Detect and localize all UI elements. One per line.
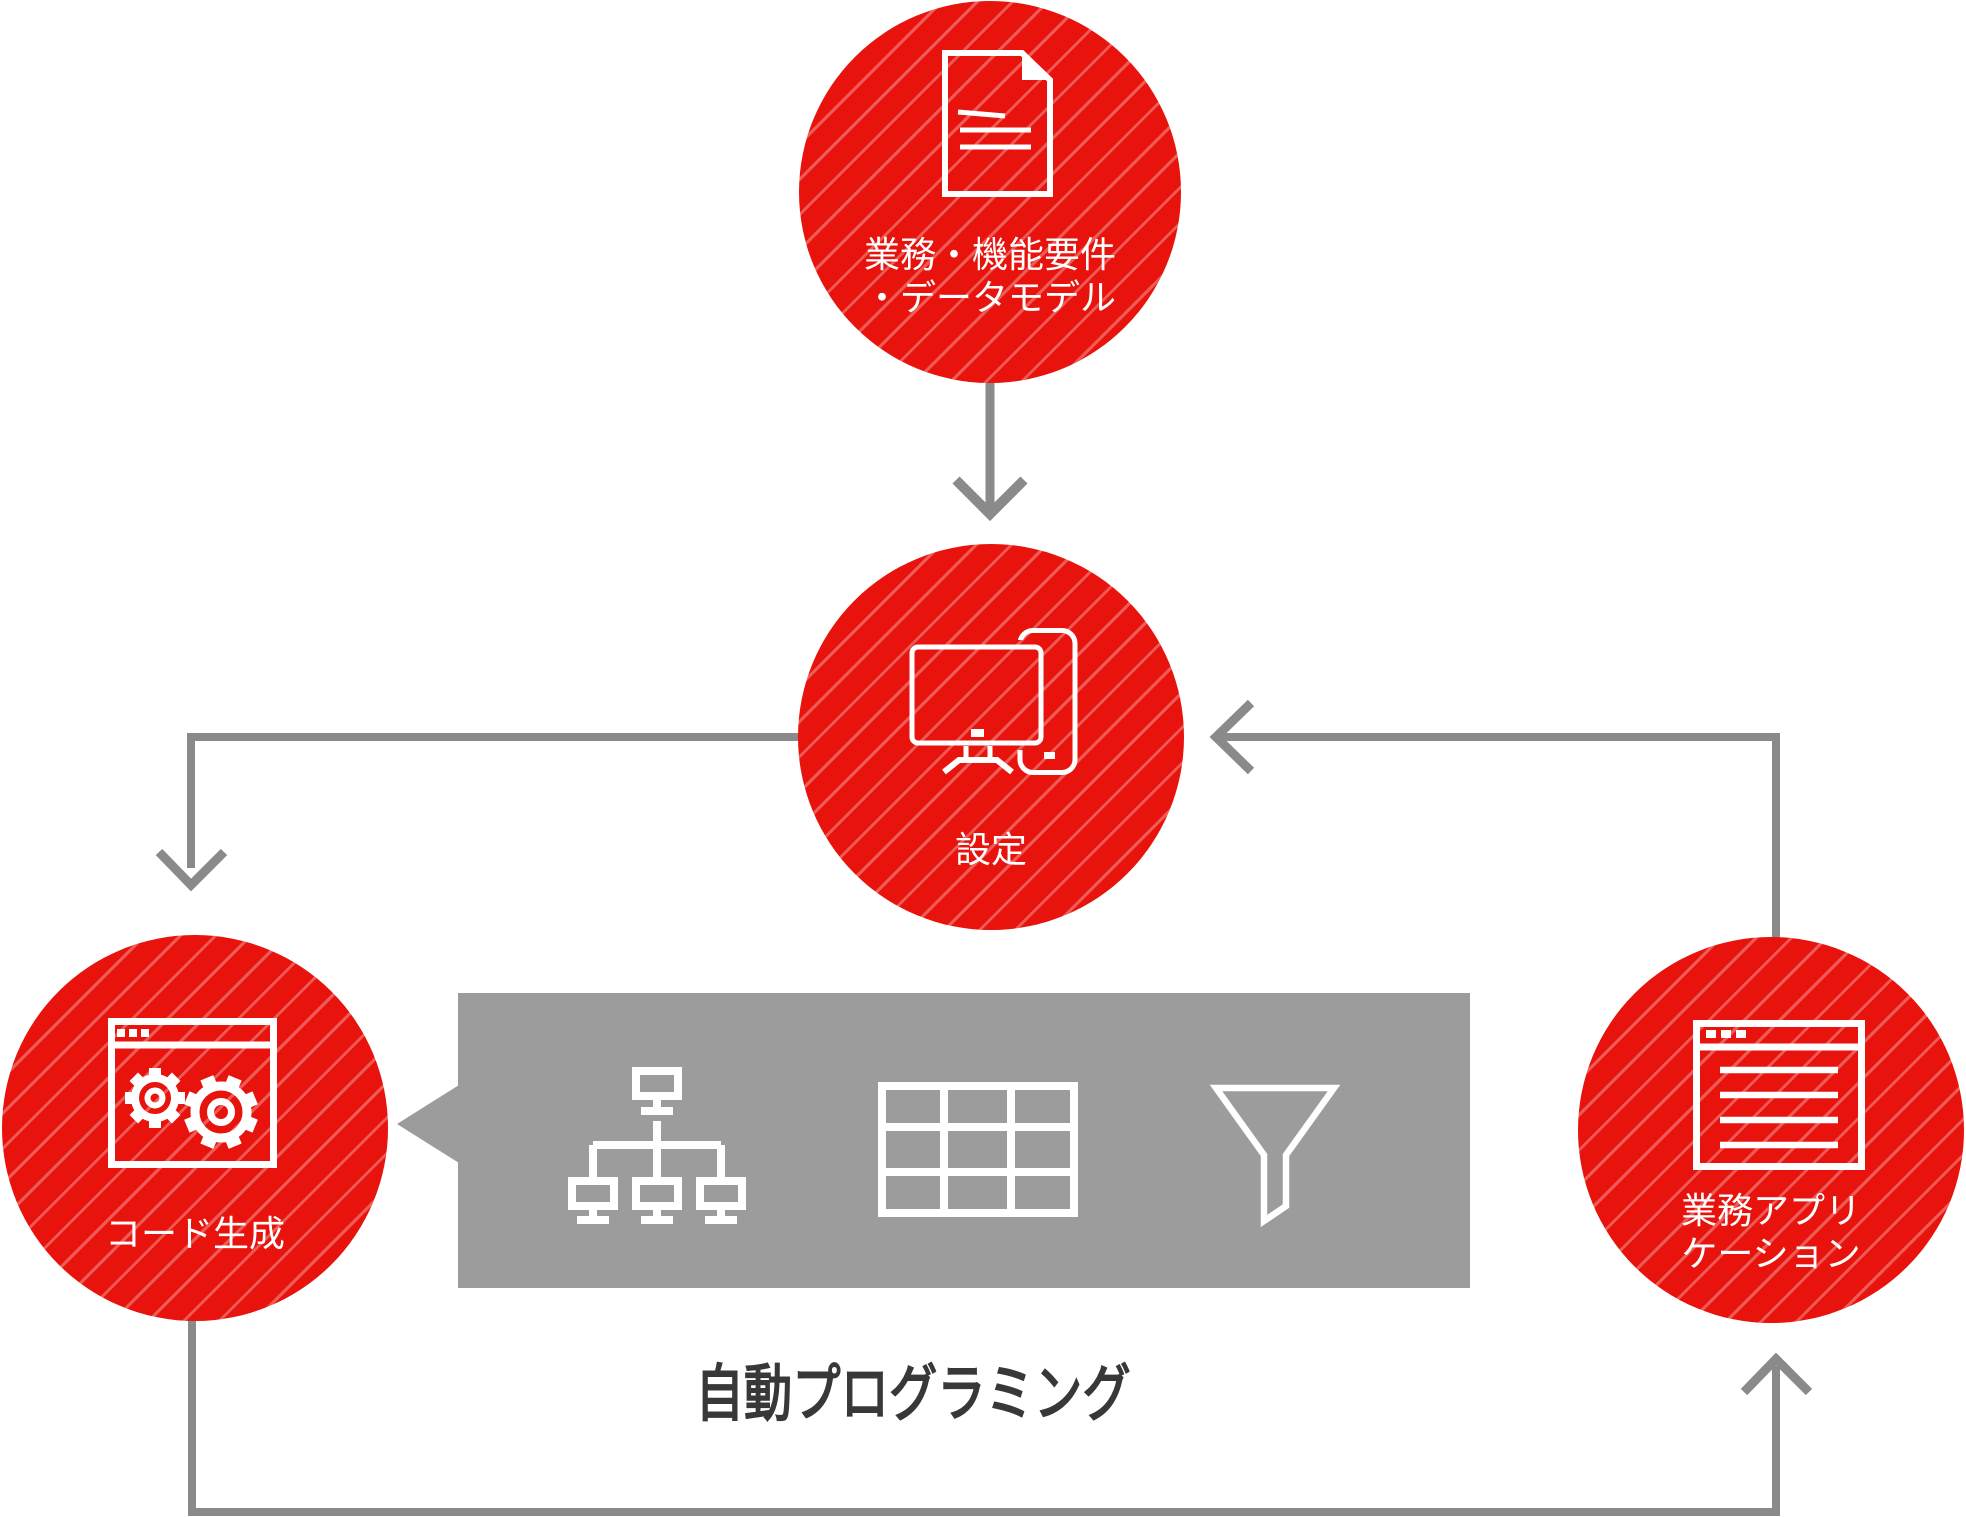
node-settings: 設定	[798, 544, 1184, 930]
table-grid-icon	[878, 1082, 1078, 1217]
browser-list-icon	[1693, 1020, 1865, 1170]
node-code-generation-label: コード生成	[104, 1213, 285, 1254]
speech-bubble	[458, 993, 1470, 1288]
desktop-tablet-icon	[909, 628, 1078, 775]
caption-automatic-programming: 自動プログラミング	[695, 1360, 1131, 1429]
connector-business-application-to-settings	[1209, 699, 1780, 944]
arrowhead-down-icon	[952, 476, 1028, 522]
document-icon	[942, 50, 1053, 197]
connector-code-generation-to-business-application	[188, 1316, 1813, 1516]
network-tree-icon	[568, 1067, 746, 1224]
connector-settings-to-code-generation	[155, 733, 806, 892]
funnel-icon	[1209, 1084, 1341, 1228]
browser-gears-icon	[108, 1018, 277, 1168]
connector-requirements-to-settings	[952, 378, 1028, 522]
gear-icon	[125, 1068, 185, 1128]
node-requirements-label: 業務・機能要件 ・データモデル	[863, 234, 1116, 318]
node-settings-label: 設定	[954, 829, 1027, 870]
gear-icon	[184, 1075, 258, 1149]
arrowhead-left-icon	[1209, 699, 1255, 775]
arrowhead-down-icon	[155, 848, 228, 892]
node-business-application-label: 業務アプリ ケーション	[1680, 1190, 1861, 1274]
arrowhead-up-icon	[1740, 1352, 1813, 1396]
node-business-application: 業務アプリ ケーション	[1578, 937, 1964, 1323]
